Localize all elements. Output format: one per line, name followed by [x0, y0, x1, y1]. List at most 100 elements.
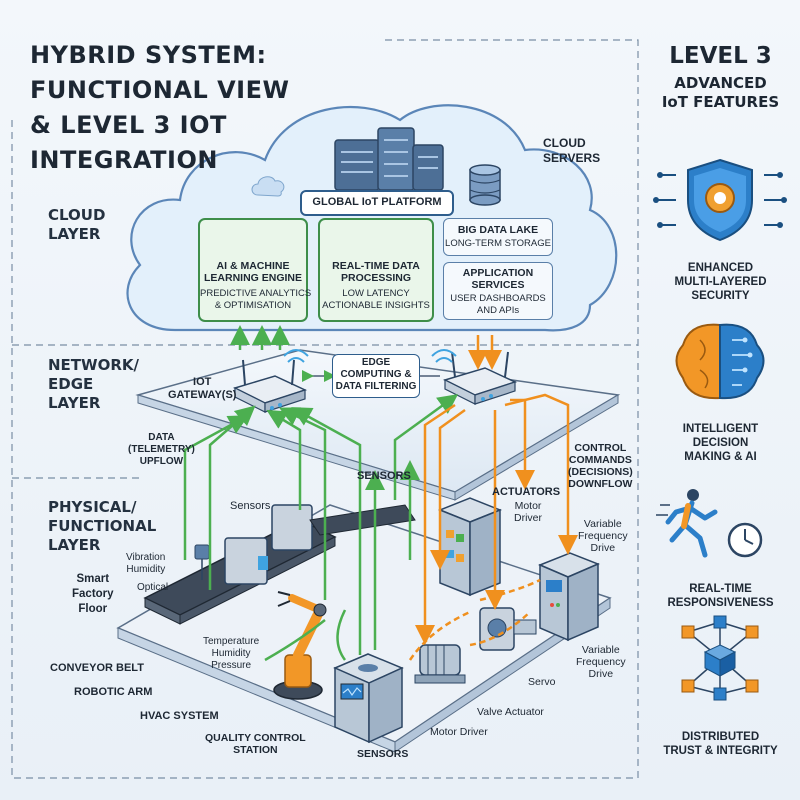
vfd-top-label-line: Frequency [578, 530, 628, 542]
vfd-bottom-label-line: Drive [588, 668, 614, 680]
server-rack-icon [334, 127, 444, 191]
ai-ml-engine-box: AI & MACHINE LEARNING ENGINE PREDICTIVE … [198, 218, 312, 322]
feature-label-line: RESPONSIVENESS [667, 597, 774, 609]
motor-driver-top-line: Motor [514, 500, 542, 512]
feature-realtime: REAL-TIME RESPONSIVENESS [641, 582, 800, 610]
title-line-2: FUNCTIONAL VIEW [30, 76, 290, 104]
physical-layer-label: PHYSICAL/ FUNCTIONAL LAYER [48, 498, 156, 555]
realtime-processing-box: REAL-TIME DATA PROCESSING LOW LATENCY AC… [318, 218, 434, 322]
hvac-system-label: HVAC SYSTEM [140, 710, 219, 722]
environment-sensors-label: Temperature Humidity Pressure [203, 636, 259, 672]
iot-gateway-left-icon [232, 349, 309, 413]
feature-security: ENHANCED MULTI-LAYERED SECURITY [641, 261, 800, 303]
conveyor-belt-label: CONVEYOR BELT [50, 662, 144, 674]
valve-actuator-label: Valve Actuator [477, 706, 544, 718]
feature-label-line: TRUST & INTEGRITY [663, 745, 778, 757]
runner-clock-icon [656, 489, 763, 558]
feature-label-line: REAL-TIME [689, 583, 752, 595]
sidebar-subtitle: ADVANCED IoT FEATURES [641, 74, 800, 112]
robotic-arm-label: ROBOTIC ARM [74, 686, 153, 698]
feature-distributed-trust: DISTRIBUTED TRUST & INTEGRITY [641, 730, 800, 758]
brain-circuit-icon [675, 323, 765, 400]
cloud-servers-label-line: CLOUD [543, 136, 586, 150]
cloud-layer-label-line: LAYER [48, 225, 101, 243]
feature-label-line: DECISION [692, 437, 749, 449]
app-services-title: SERVICES [471, 279, 525, 291]
small-cloud-icon [251, 176, 285, 197]
quality-control-label-line: QUALITY CONTROL [205, 732, 306, 744]
physical-layer-label-line: FUNCTIONAL [48, 517, 157, 535]
data-lake-subtitle: LONG-TERM STORAGE [445, 238, 551, 249]
smart-factory-line: Floor [78, 603, 108, 615]
motor-driver-top-line: Driver [514, 512, 542, 524]
motor-driver-icon [414, 644, 466, 684]
optical-label: Optical [137, 582, 169, 593]
realtime-subtitle: LOW LATENCY [342, 288, 410, 299]
global-iot-platform-box: GLOBAL IoT PLATFORM [300, 190, 454, 216]
physical-layer-label-line: PHYSICAL/ [48, 498, 137, 516]
vibration-label-line: Humidity [126, 564, 166, 575]
environment-sensors-line: Pressure [211, 660, 252, 671]
ai-engine-title: LEARNING ENGINE [203, 272, 302, 284]
iot-gateway-right-icon [431, 349, 518, 405]
motor-driver-bottom-label: Motor Driver [430, 726, 488, 738]
downflow-label-line: COMMANDS [568, 454, 632, 466]
feature-ai-decision: INTELLIGENT DECISION MAKING & AI [641, 422, 800, 464]
upflow-label-line: (TELEMETRY) [128, 444, 195, 455]
smart-factory-line: Smart [76, 573, 110, 585]
iot-gateway-label: IOT GATEWAY(S) [168, 376, 236, 402]
upflow-label-line: DATA [148, 432, 175, 443]
ai-engine-title: AI & MACHINE [216, 260, 290, 272]
iot-gateway-label-line: IOT [193, 376, 212, 388]
feature-label-line: SECURITY [691, 290, 750, 302]
realtime-title: REAL-TIME DATA [332, 260, 420, 272]
quality-control-station-icon [333, 653, 404, 744]
sidebar-subtitle-line: IoT FEATURES [661, 93, 780, 111]
page-title: HYBRID SYSTEM: FUNCTIONAL VIEW & LEVEL 3… [30, 38, 360, 178]
cloud-servers-label-line: SERVERS [543, 151, 601, 165]
vfd-bottom-label-line: Frequency [576, 656, 626, 668]
sensors-floor-label: Sensors [230, 500, 271, 512]
quality-control-label: QUALITY CONTROL STATION [205, 732, 306, 756]
downflow-label-line: CONTROL [574, 442, 627, 454]
edge-computing-box: EDGE COMPUTING & DATA FILTERING [332, 354, 420, 398]
app-services-subtitle: USER DASHBOARDS [450, 293, 546, 304]
upflow-label-line: UPFLOW [139, 456, 184, 467]
big-data-lake-box: BIG DATA LAKE LONG-TERM STORAGE [443, 218, 553, 256]
iot-gateway-label-line: GATEWAY(S) [168, 389, 237, 401]
network-layer-label-line: EDGE [48, 375, 94, 393]
smart-factory-label: Smart Factory Floor [72, 572, 114, 617]
vibration-humidity-label: Vibration Humidity [126, 552, 165, 576]
blockchain-cube-icon [681, 615, 759, 701]
motor-driver-top-label: Motor Driver [514, 500, 542, 524]
ai-engine-subtitle: & OPTIMISATION [214, 300, 292, 311]
cloud-layer-label: CLOUD LAYER [48, 206, 105, 244]
upflow-label: DATA (TELEMETRY) UPFLOW [128, 432, 195, 468]
environment-sensors-line: Humidity [211, 648, 251, 659]
downflow-label: CONTROL COMMANDS (DECISIONS) DOWNFLOW [568, 442, 633, 490]
layer-frame [11, 39, 639, 779]
smart-factory-line: Factory [72, 588, 114, 600]
feature-label-line: MAKING & AI [684, 451, 757, 463]
vfd-bottom-label: Variable Frequency Drive [576, 644, 626, 680]
feature-label-line: MULTI-LAYERED [674, 276, 767, 288]
title-line-3: & LEVEL 3 IOT [30, 111, 227, 139]
edge-computing-line: EDGE [361, 357, 391, 368]
network-layer-label: NETWORK/ EDGE LAYER [48, 356, 139, 413]
application-services-box: APPLICATION SERVICES USER DASHBOARDS AND… [443, 262, 553, 320]
sidebar-subtitle-line: ADVANCED [674, 74, 767, 92]
cloud-layer-label-line: CLOUD [48, 206, 106, 224]
physical-layer-label-line: LAYER [48, 536, 101, 554]
edge-computing-line: COMPUTING & [340, 369, 412, 380]
database-icon [469, 164, 501, 206]
variable-frequency-drive-icon [538, 552, 600, 642]
downflow-label-line: DOWNFLOW [568, 478, 633, 490]
realtime-title: PROCESSING [340, 272, 411, 284]
floor-side-right [394, 597, 611, 753]
app-services-title: APPLICATION [462, 267, 534, 279]
ai-engine-subtitle: PREDICTIVE ANALYTICS [200, 288, 312, 299]
vfd-top-label: Variable Frequency Drive [578, 518, 628, 554]
realtime-subtitle: ACTIONABLE INSIGHTS [322, 300, 430, 311]
